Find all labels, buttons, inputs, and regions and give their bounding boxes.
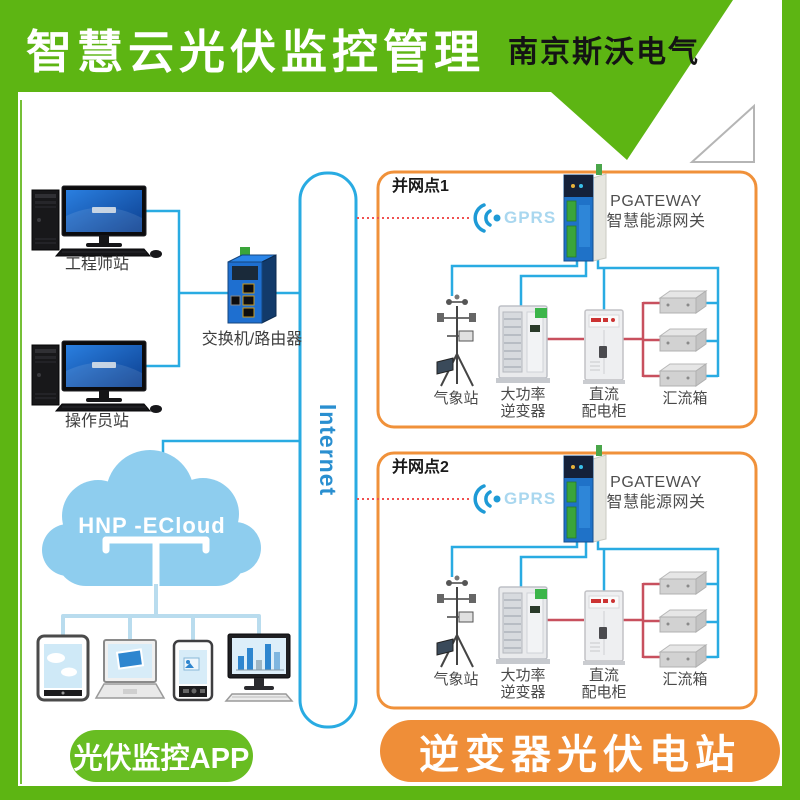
site-2-gateway-subtitle: 智慧能源网关 [606, 494, 706, 511]
site-1-gateway-name: PGATEWAY [610, 193, 702, 210]
site-2-title: 并网点2 [392, 459, 449, 476]
site-1-inverter-label-1: 大功率 [500, 386, 546, 403]
switch-router-label: 交换机/路由器 [201, 331, 303, 348]
tablet-icon [36, 634, 90, 702]
corner-triangle-icon [689, 103, 755, 163]
internet-bar [298, 171, 358, 729]
site-1-dc-label-2: 配电柜 [581, 403, 627, 420]
site-1-title: 并网点1 [392, 178, 449, 195]
laptop-icon [94, 639, 166, 699]
site-2-combiner-label: 汇流箱 [662, 671, 708, 688]
site-1-gprs-label: GPRS [504, 208, 557, 227]
cloud-icon [42, 450, 261, 589]
site-2-inverter-label-2: 逆变器 [500, 684, 546, 701]
cloud-branch-lines [61, 584, 261, 646]
switch-icon [227, 247, 277, 324]
frame-left [0, 0, 18, 800]
site-1-inverter-label-2: 逆变器 [500, 403, 546, 420]
internet-label: Internet [315, 403, 341, 497]
site-2-weather-label: 气象站 [433, 671, 479, 688]
site-2-gateway-name: PGATEWAY [610, 474, 702, 491]
engineer-station-label: 工程师站 [64, 256, 129, 273]
pv-station-badge: 逆变器光伏电站 [380, 720, 780, 782]
site-2-inverter-label-1: 大功率 [500, 667, 546, 684]
app-badge: 光伏监控APP [70, 730, 253, 782]
operator-station-label: 操作员站 [64, 413, 129, 430]
frame-inner-line [20, 100, 22, 784]
site-2-dc-label-1: 直流 [588, 667, 619, 684]
site-1-gateway-subtitle: 智慧能源网关 [606, 213, 706, 230]
operator-workstation-icon [31, 340, 163, 414]
frame-bottom [0, 786, 800, 800]
site-1-dc-label-1: 直流 [588, 386, 619, 403]
desktop-monitor-icon [224, 633, 294, 702]
app-badge-label: 光伏监控APP [73, 743, 250, 775]
cloud-label: HNP -ECloud [78, 513, 226, 538]
top-banner [0, 0, 733, 160]
phone-icon [172, 639, 214, 702]
site-2-gprs-label: GPRS [504, 489, 557, 508]
site-1-weather-label: 气象站 [433, 390, 479, 407]
engineer-workstation-icon [31, 185, 163, 259]
frame-right [782, 0, 800, 800]
site-1-combiner-label: 汇流箱 [662, 390, 708, 407]
company-name: 南京斯沃电气 [508, 36, 700, 69]
page-title: 智慧云光伏监控管理 [26, 26, 485, 78]
pv-station-badge-label: 逆变器光伏电站 [419, 733, 741, 777]
site-2-dc-label-2: 配电柜 [581, 684, 627, 701]
